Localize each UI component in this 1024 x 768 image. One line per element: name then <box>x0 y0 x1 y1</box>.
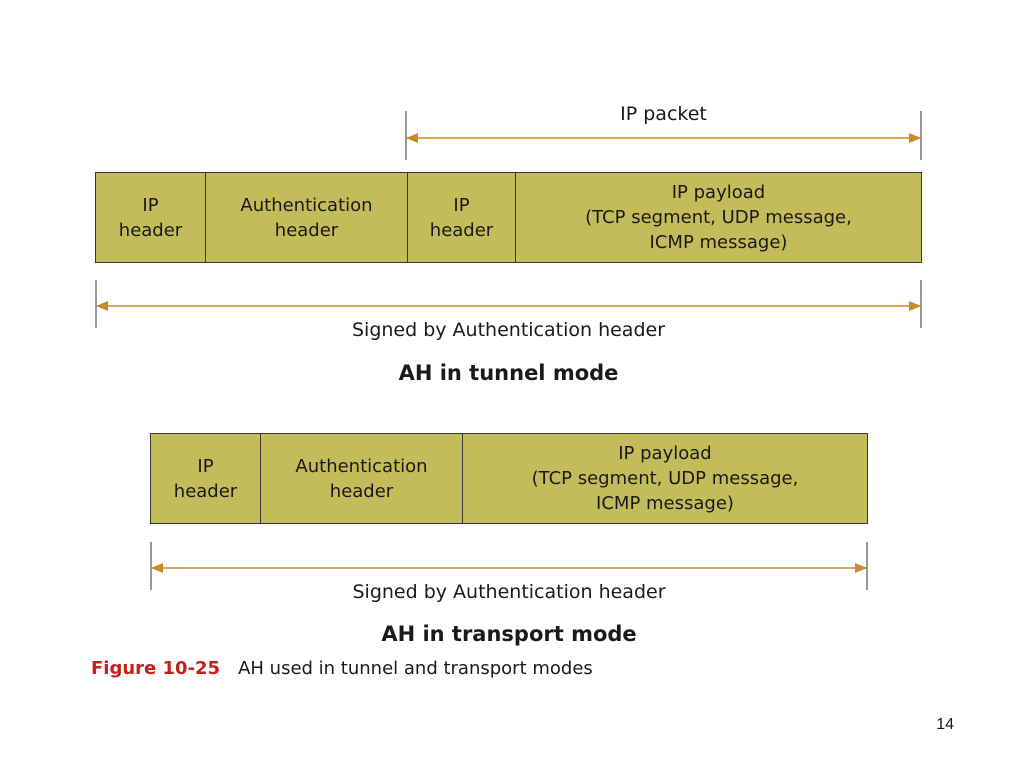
tunnel-signed-label: Signed by Authentication header <box>351 319 666 341</box>
figure-number: Figure 10-25 <box>91 658 221 679</box>
tunnel-mode-packet: IP header Authentication header IP heade… <box>95 172 922 263</box>
tunnel-original-ip-header: IP header <box>408 173 516 262</box>
tunnel-authentication-header: Authentication header <box>206 173 408 262</box>
transport-signed-label: Signed by Authentication header <box>352 581 666 603</box>
transport-ip-payload: IP payload (TCP segment, UDP message, IC… <box>531 443 799 514</box>
figure-caption-text: AH used in tunnel and transport modes <box>238 658 593 679</box>
transport-ip-header: IP header <box>151 434 261 523</box>
ip-packet-label: IP packet <box>620 103 707 125</box>
transport-authentication-header: Authentication header <box>261 434 463 523</box>
transport-mode-title: AH in transport mode <box>381 622 637 646</box>
transport-mode-packet: IP header Authentication header IP paylo… <box>150 433 868 524</box>
page-number: 14 <box>936 716 954 733</box>
figure-caption: Figure 10-25 AH used in tunnel and transp… <box>91 658 593 679</box>
tunnel-ip-payload: IP payload (TCP segment, UDP message, IC… <box>585 182 852 253</box>
tunnel-mode-title: AH in tunnel mode <box>398 361 619 385</box>
tunnel-new-ip-header: IP header <box>96 173 206 262</box>
